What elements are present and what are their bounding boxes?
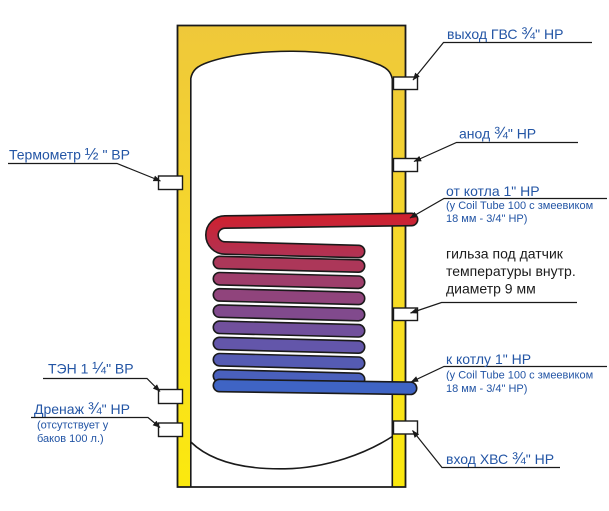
leader-from-boiler <box>409 197 607 219</box>
fitting-sensor-well <box>392 307 419 322</box>
label-dhw-out: выход ГВС ¾" НР <box>447 25 563 43</box>
label-heater-frac: ¼ <box>92 360 106 378</box>
label-dhw-out-frac: ¾ <box>521 25 535 43</box>
label-thermometer-frac: ½ <box>85 146 99 164</box>
coil-loops <box>212 255 366 387</box>
fitting-cw-in <box>392 420 419 435</box>
label-drain-frac: ¾ <box>88 400 102 418</box>
leader-thermometer <box>8 162 161 182</box>
label-cw-in-post: " НР <box>526 451 554 467</box>
label-from-boiler-note1: (у Coil Tube 100 с змеевиком <box>446 200 593 212</box>
label-sensor-well-line2: температуры внутр. <box>446 263 576 279</box>
label-heater: ТЭН 1 ¼" ВР <box>48 360 134 378</box>
label-anode-pre: анод <box>459 126 494 142</box>
fitting-anode <box>392 157 419 173</box>
label-drain-pre: Дренаж <box>34 401 88 417</box>
label-drain-note1: (отсутствует у <box>37 420 109 432</box>
label-to-boiler-note2: 18 мм - 3/4" НР) <box>446 383 527 395</box>
coil-loop <box>214 289 364 304</box>
fitting-thermometer <box>157 175 184 191</box>
label-sensor-well-line3: диаметр 9 мм <box>446 281 536 297</box>
heating-coil <box>205 212 419 396</box>
fitting-heater <box>157 388 184 405</box>
leader-dhw-out <box>412 41 592 81</box>
label-heater-post: " ВР <box>106 361 134 377</box>
leader-drain <box>31 416 161 428</box>
label-from-boiler-note2: 18 мм - 3/4" НР) <box>446 213 527 225</box>
pipe-from-boiler <box>206 214 417 257</box>
label-drain-note2: баков 100 л.) <box>37 433 104 445</box>
coil-loop <box>214 273 364 288</box>
label-cw-in: вход ХВС ¾" НР <box>446 450 554 468</box>
label-anode: анод ¾" НР <box>459 125 536 143</box>
coil-loop <box>214 321 364 337</box>
coil-loop <box>214 338 364 353</box>
label-sensor-well-line1: гильза под датчик <box>446 246 564 262</box>
tank-bottom-curve <box>190 435 393 470</box>
coil-loop <box>214 305 364 320</box>
label-anode-frac: ¾ <box>494 125 508 143</box>
label-thermometer: Термометр ½ " ВР <box>9 146 130 164</box>
label-drain-post: " НР <box>102 401 130 417</box>
tank-outer-outline <box>176 24 407 488</box>
pipe-to-boiler <box>214 380 416 394</box>
label-heater-pre: ТЭН 1 <box>48 361 92 377</box>
label-dhw-out-post: " НР <box>535 26 563 42</box>
leader-cw-in <box>412 430 560 469</box>
label-to-boiler-note1: (у Coil Tube 100 с змеевиком <box>446 370 593 382</box>
label-cw-in-pre: вход ХВС <box>446 451 512 467</box>
label-to-boiler: к котлу 1" НР <box>446 351 531 367</box>
label-thermometer-pre: Термометр <box>9 147 85 163</box>
coil-loop <box>214 370 364 385</box>
leader-heater <box>43 377 161 392</box>
coil-loop <box>214 257 364 272</box>
coil-loop <box>214 354 364 369</box>
label-thermometer-post: " ВР <box>99 147 130 163</box>
leader-to-boiler <box>410 365 607 383</box>
label-dhw-out-pre: выход ГВС <box>447 26 521 42</box>
leader-sensor-well <box>410 301 577 314</box>
label-anode-post: " НР <box>508 126 536 142</box>
tank-inner-outline <box>190 50 394 487</box>
label-drain: Дренаж ¾" НР <box>34 400 130 418</box>
label-cw-in-frac: ¾ <box>512 450 526 468</box>
leader-anode <box>413 141 578 163</box>
fitting-drain <box>157 422 184 438</box>
label-from-boiler: от котла 1" НР <box>446 183 540 199</box>
fitting-dhw-out <box>392 76 419 91</box>
